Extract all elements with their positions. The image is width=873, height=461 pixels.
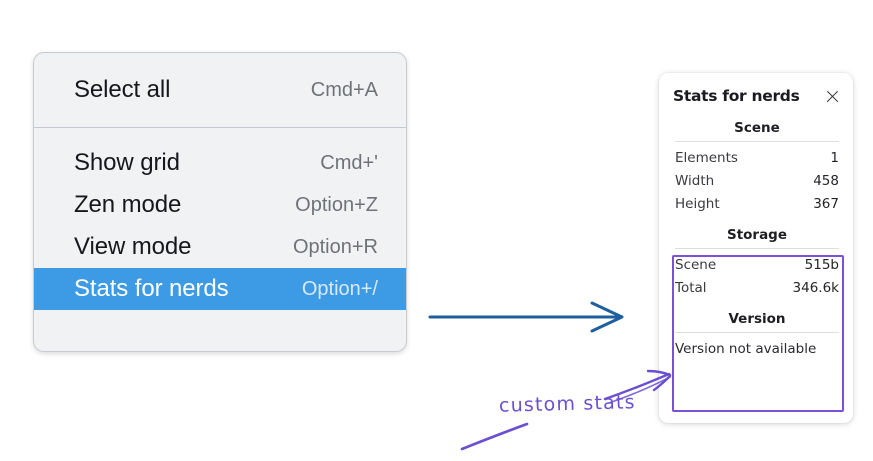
stats-section-storage: Storage Scene 515b Total 346.6k	[673, 225, 841, 299]
stats-panel-header: Stats for nerds	[673, 87, 841, 105]
menu-item-view-mode[interactable]: View mode Option+R	[34, 226, 406, 268]
section-rule	[675, 248, 839, 249]
stat-value: 515b	[804, 256, 839, 273]
stat-value: 1	[830, 149, 839, 166]
menu-separator	[34, 127, 406, 128]
section-rule	[675, 332, 839, 333]
flow-arrow-blue	[428, 301, 624, 333]
stat-value: 346.6k	[792, 279, 839, 296]
stats-section-scene: Scene Elements 1 Width 458 Height 367	[673, 118, 841, 215]
stats-for-nerds-panel: Stats for nerds Scene Elements 1 Width 4…	[659, 73, 853, 423]
menu-item-show-grid[interactable]: Show grid Cmd+'	[34, 142, 406, 184]
stat-row-storage-scene: Scene 515b	[673, 253, 841, 276]
stat-row-width: Width 458	[673, 169, 841, 192]
menu-item-label: Stats for nerds	[74, 275, 229, 302]
stat-row-height: Height 367	[673, 192, 841, 215]
menu-bottom-padding	[34, 310, 406, 336]
stat-value: 458	[813, 172, 839, 189]
menu-item-label: Zen mode	[74, 191, 182, 218]
stat-key: Width	[675, 172, 715, 189]
section-rule	[675, 141, 839, 142]
context-menu: Select all Cmd+A Show grid Cmd+' Zen mod…	[33, 52, 407, 352]
context-menu-group-2: Show grid Cmd+' Zen mode Option+Z View m…	[34, 128, 406, 336]
menu-item-stats-for-nerds[interactable]: Stats for nerds Option+/	[34, 268, 406, 310]
stat-key: Total	[675, 279, 707, 296]
stats-section-version: Version Version not available	[673, 309, 841, 359]
stat-key: Height	[675, 195, 720, 212]
close-icon[interactable]	[824, 88, 841, 105]
menu-item-label: View mode	[74, 233, 192, 260]
stats-panel-title: Stats for nerds	[673, 87, 800, 105]
stat-row-storage-total: Total 346.6k	[673, 276, 841, 299]
stat-key: Elements	[675, 149, 738, 166]
menu-item-label: Select all	[74, 76, 171, 103]
section-heading-storage: Storage	[726, 227, 788, 243]
menu-item-label: Show grid	[74, 149, 180, 176]
stat-row-elements: Elements 1	[673, 146, 841, 169]
menu-item-zen-mode[interactable]: Zen mode Option+Z	[34, 184, 406, 226]
menu-item-select-all[interactable]: Select all Cmd+A	[34, 69, 406, 111]
menu-item-shortcut: Option+Z	[295, 193, 378, 216]
menu-item-shortcut: Cmd+A	[310, 78, 378, 101]
handdrawn-stroke-purple	[460, 422, 529, 451]
context-menu-group-1: Select all Cmd+A	[34, 53, 406, 127]
stat-value: 367	[813, 195, 839, 212]
version-not-available-text: Version not available	[675, 341, 817, 357]
section-heading-version: Version	[728, 311, 786, 327]
menu-item-shortcut: Option+R	[292, 235, 378, 258]
menu-item-shortcut: Option+/	[301, 277, 378, 300]
stat-key: Scene	[675, 256, 717, 273]
menu-item-shortcut: Cmd+'	[320, 151, 378, 174]
annotation-label-custom-stats: custom stats	[498, 391, 637, 417]
section-heading-scene: Scene	[734, 120, 780, 136]
